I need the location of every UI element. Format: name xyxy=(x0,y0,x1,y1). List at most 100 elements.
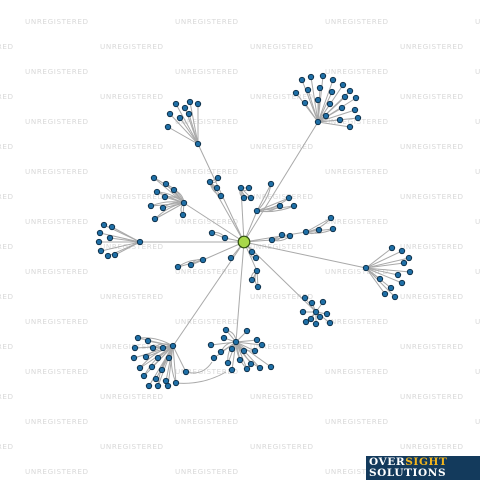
network-node xyxy=(304,86,312,94)
edge xyxy=(317,103,331,123)
network-node xyxy=(147,202,155,210)
network-node xyxy=(185,110,193,118)
network-node xyxy=(154,354,162,362)
network-node xyxy=(106,234,114,242)
edge xyxy=(243,121,319,243)
network-node xyxy=(354,114,362,122)
network-node xyxy=(96,229,104,237)
watermark-text: UNREGISTERED xyxy=(175,117,239,126)
edge xyxy=(157,345,174,387)
network-node xyxy=(161,193,169,201)
network-node xyxy=(136,364,144,372)
watermark-text: UNREGISTERED xyxy=(475,167,480,176)
network-node xyxy=(144,337,152,345)
watermark-text: UNREGISTERED xyxy=(0,192,14,201)
network-node xyxy=(352,94,360,102)
network-node xyxy=(398,279,406,287)
network-node xyxy=(232,338,240,346)
network-node xyxy=(362,264,370,272)
edge xyxy=(175,371,227,384)
edge xyxy=(365,250,403,269)
network-node xyxy=(217,348,225,356)
edge xyxy=(157,345,174,387)
network-node xyxy=(111,251,119,259)
network-node xyxy=(206,178,214,186)
network-node xyxy=(194,140,202,148)
watermark-text: UNREGISTERED xyxy=(325,367,389,376)
network-node xyxy=(319,298,327,306)
network-node xyxy=(174,263,182,271)
network-node xyxy=(314,118,322,126)
network-node xyxy=(240,194,248,202)
watermark-text: UNREGISTERED xyxy=(475,17,480,26)
edge xyxy=(317,107,343,123)
edge xyxy=(365,267,403,284)
watermark-text: UNREGISTERED xyxy=(0,392,14,401)
network-node xyxy=(236,356,244,364)
edge xyxy=(172,345,187,373)
network-node xyxy=(252,254,260,262)
watermark-text: UNREGISTERED xyxy=(100,42,164,51)
network-node xyxy=(323,310,331,318)
watermark-text: UNREGISTERED xyxy=(25,317,89,326)
network-node xyxy=(108,223,116,231)
watermark-text: UNREGISTERED xyxy=(0,92,14,101)
network-node xyxy=(394,271,402,279)
edge xyxy=(256,183,272,212)
edge xyxy=(172,345,177,384)
network-node xyxy=(326,319,334,327)
watermark-text: UNREGISTERED xyxy=(250,192,314,201)
edge xyxy=(167,345,174,387)
oversight-solutions-logo: OVERSIGHT SOLUTIONS xyxy=(366,456,480,480)
network-node xyxy=(322,112,330,120)
watermark-text: UNREGISTERED xyxy=(100,292,164,301)
edge xyxy=(317,121,351,128)
network-node xyxy=(398,247,406,255)
edge xyxy=(365,257,410,269)
network-node xyxy=(140,372,148,380)
network-node xyxy=(328,88,336,96)
network-node xyxy=(172,379,180,387)
watermark-text: UNREGISTERED xyxy=(475,417,480,426)
network-node xyxy=(220,334,228,342)
network-node xyxy=(151,215,159,223)
watermark-text: UNREGISTERED xyxy=(400,42,464,51)
edge xyxy=(109,237,141,243)
watermark-text: UNREGISTERED xyxy=(325,17,389,26)
network-node xyxy=(240,347,248,355)
network-node xyxy=(149,344,157,352)
watermark-text: UNREGISTERED xyxy=(25,217,89,226)
edge xyxy=(139,345,174,369)
network-node xyxy=(248,248,256,256)
network-node xyxy=(170,186,178,194)
watermark-text: UNREGISTERED xyxy=(0,442,14,451)
network-node xyxy=(199,256,207,264)
watermark-text: UNREGISTERED xyxy=(475,367,480,376)
network-node xyxy=(214,174,222,182)
watermark-text: UNREGISTERED xyxy=(400,92,464,101)
network-node xyxy=(166,110,174,118)
watermark-text: UNREGISTERED xyxy=(400,342,464,351)
center-node xyxy=(237,235,251,249)
network-node xyxy=(301,294,309,302)
watermark-text: UNREGISTERED xyxy=(100,392,164,401)
network-node xyxy=(247,194,255,202)
network-node xyxy=(285,194,293,202)
edge xyxy=(150,202,185,207)
edge xyxy=(304,102,319,123)
network-node xyxy=(154,382,162,390)
edge xyxy=(179,117,199,145)
watermark-text: UNREGISTERED xyxy=(25,67,89,76)
network-node xyxy=(253,267,261,275)
edge xyxy=(256,197,290,212)
edge xyxy=(256,205,295,213)
watermark-text: UNREGISTERED xyxy=(175,267,239,276)
network-node xyxy=(145,382,153,390)
network-node xyxy=(221,234,229,242)
network-node xyxy=(319,72,327,80)
edge xyxy=(111,226,141,243)
network-node xyxy=(164,382,172,390)
network-node xyxy=(248,276,256,284)
network-node xyxy=(180,199,188,207)
